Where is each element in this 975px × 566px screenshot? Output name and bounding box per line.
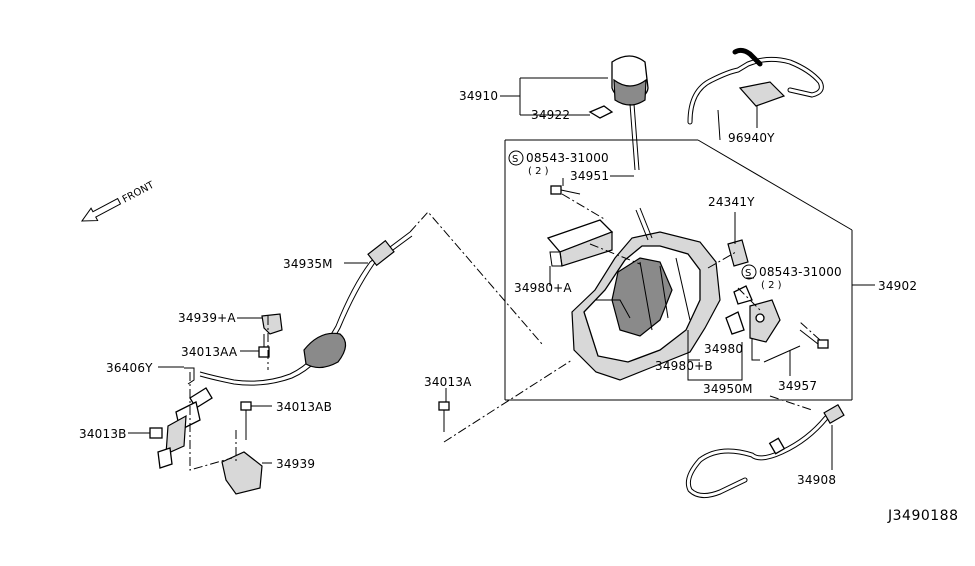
label-34980-a: 34980+A — [514, 281, 572, 295]
screw-symbol-b: S — [741, 264, 757, 280]
label-34935m: 34935M — [283, 257, 333, 271]
front-arrow-icon: FRONT — [80, 179, 157, 222]
shift-knob-cover — [588, 105, 614, 119]
qty-label-a: ( 2 ) — [528, 166, 549, 177]
label-34910: 34910 — [459, 89, 498, 103]
detent-mechanism — [725, 285, 781, 343]
bolt-icon — [799, 329, 829, 349]
label-34950m: 34950M — [703, 382, 753, 396]
screw-symbol-a: S — [508, 150, 524, 166]
front-label: FRONT — [121, 179, 157, 205]
svg-text:S: S — [512, 154, 518, 165]
label-34939-a: 34939+A — [178, 311, 236, 325]
label-34922: 34922 — [531, 108, 570, 122]
diagram-code: J3490188 — [887, 508, 958, 524]
bracket-34980-a — [546, 219, 614, 267]
qty-label-b: ( 2 ) — [761, 280, 782, 291]
label-34980: 34980 — [704, 342, 743, 356]
bolt-icon — [550, 185, 581, 195]
label-34013a: 34013A — [424, 375, 472, 389]
shifter-assembly-frame — [504, 139, 853, 401]
label-34013aa: 34013AA — [181, 345, 238, 359]
svg-text:S: S — [745, 268, 751, 279]
label-34908: 34908 — [797, 473, 836, 487]
connector-24341y — [727, 239, 749, 267]
label-34013ab: 34013AB — [276, 400, 332, 414]
label-96940y: 96940Y — [728, 131, 775, 145]
bolt-icon — [258, 334, 270, 358]
label-34957: 34957 — [778, 379, 817, 393]
harness-34908 — [685, 403, 845, 498]
label-34939: 34939 — [276, 457, 315, 471]
bolt-icon — [149, 427, 163, 439]
clip-36406y — [184, 367, 195, 385]
wire-harness — [687, 47, 824, 141]
label-36406y: 36406Y — [106, 361, 153, 375]
label-34980-b: 34980+B — [655, 359, 713, 373]
leader-lines — [128, 77, 875, 470]
label-34951: 34951 — [570, 169, 609, 183]
shift-knob — [611, 55, 649, 171]
bolt-icon — [438, 401, 450, 432]
bolt-icon — [240, 401, 252, 440]
control-cable — [157, 231, 413, 469]
label-08543-a: 08543-31000 — [526, 151, 609, 165]
label-08543-b: 08543-31000 — [759, 265, 842, 279]
bracket-34939-a — [261, 313, 283, 335]
label-34902: 34902 — [878, 279, 917, 293]
bracket-34939 — [221, 451, 263, 495]
guide-lines — [189, 193, 821, 471]
label-34013b: 34013B — [79, 427, 127, 441]
label-24341y: 24341Y — [708, 195, 755, 209]
rod-34957 — [763, 345, 801, 363]
shifter-housing — [571, 207, 721, 381]
